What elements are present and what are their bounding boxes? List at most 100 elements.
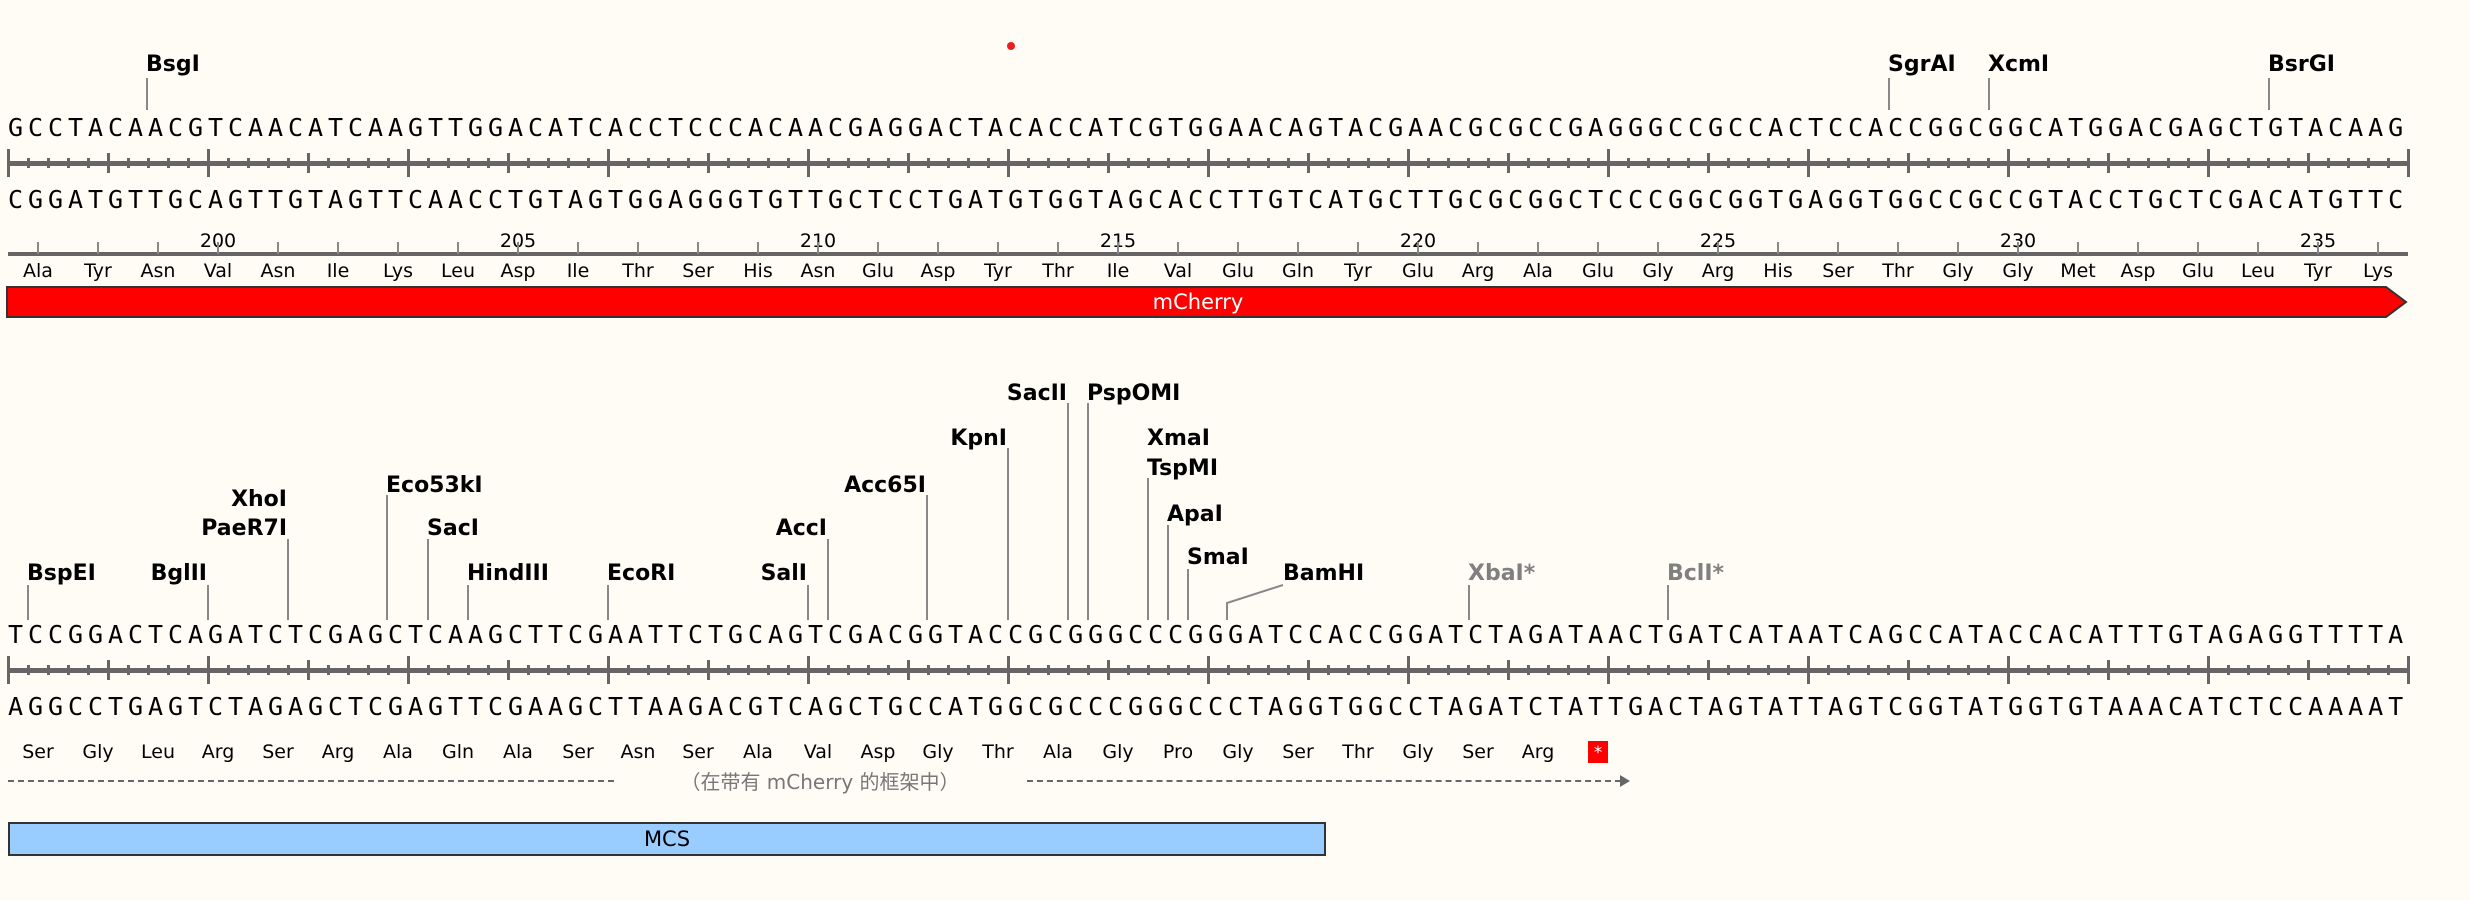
ruler-tick xyxy=(1267,665,1270,675)
row2-amino-acid[interactable]: Val xyxy=(803,741,833,763)
row1-amino-acid[interactable]: Ile xyxy=(326,260,350,282)
row2-amino-acid[interactable]: Thr xyxy=(982,741,1014,763)
row1-amino-acid[interactable]: Tyr xyxy=(84,260,112,282)
row2-amino-acid[interactable]: Ser xyxy=(1462,741,1494,763)
row1-amino-acid[interactable]: Asp xyxy=(500,260,536,282)
row2-amino-acid[interactable]: Ser xyxy=(1282,741,1314,763)
row2-amino-acid[interactable]: Leu xyxy=(141,741,175,763)
enzyme-site-pspomi[interactable]: PspOMI xyxy=(1087,381,1181,406)
enzyme-site-eco53ki[interactable]: Eco53kI xyxy=(386,473,483,498)
row2-amino-acid[interactable]: Gly xyxy=(1402,741,1434,763)
enzyme-cut-line xyxy=(27,585,29,620)
enzyme-site-smai[interactable]: SmaI xyxy=(1187,545,1249,570)
row2-amino-acid[interactable]: Gly xyxy=(1102,741,1134,763)
row1-amino-acid[interactable]: Tyr xyxy=(984,260,1012,282)
row1-amino-acid[interactable]: Lys xyxy=(2363,260,2393,282)
row1-amino-acid[interactable]: Val xyxy=(203,260,233,282)
row1-amino-acid[interactable]: Asp xyxy=(2120,260,2156,282)
row1-amino-acid[interactable]: Gln xyxy=(1281,260,1315,282)
row1-amino-acid[interactable]: Arg xyxy=(1461,260,1495,282)
row1-amino-acid[interactable]: Leu xyxy=(2241,260,2275,282)
enzyme-site-saci[interactable]: SacI xyxy=(427,516,479,541)
row2-amino-acid[interactable]: Asn xyxy=(620,741,656,763)
enzyme-site-acc65i[interactable]: Acc65I xyxy=(844,473,926,498)
enzyme-site-xhoi[interactable]: XhoI xyxy=(231,487,287,512)
row1-amino-acid[interactable]: Ile xyxy=(566,260,590,282)
enzyme-site-xcmi[interactable]: XcmI xyxy=(1988,52,2050,77)
row1-amino-acid[interactable]: Ala xyxy=(1523,260,1553,282)
row2-amino-acid[interactable]: Ala xyxy=(743,741,773,763)
row2-amino-acid[interactable]: Ser xyxy=(22,741,54,763)
row1-amino-acid[interactable]: Glu xyxy=(1401,260,1435,282)
mcherry-feature-arrow[interactable] xyxy=(6,286,2416,320)
ruler-tick xyxy=(447,158,450,168)
row1-amino-acid[interactable]: Glu xyxy=(2181,260,2215,282)
enzyme-site-xbai[interactable]: XbaI* xyxy=(1468,561,1536,586)
row1-amino-acid[interactable]: Met xyxy=(2060,260,2096,282)
row2-amino-acid[interactable]: Gly xyxy=(82,741,114,763)
row1-amino-acid[interactable]: Glu xyxy=(1221,260,1255,282)
row2-amino-acid[interactable]: Gln xyxy=(441,741,475,763)
row1-amino-acid[interactable]: Glu xyxy=(861,260,895,282)
row1-amino-acid[interactable]: Leu xyxy=(441,260,475,282)
enzyme-site-bamhi[interactable]: BamHI xyxy=(1283,561,1365,586)
row1-amino-acid[interactable]: Thr xyxy=(1882,260,1914,282)
row2-amino-acid[interactable]: Asp xyxy=(860,741,896,763)
enzyme-site-sgrai[interactable]: SgrAI xyxy=(1888,52,1956,77)
enzyme-site-kpni[interactable]: KpnI xyxy=(950,426,1007,451)
ruler-tick xyxy=(1247,158,1250,168)
row1-amino-acid[interactable]: Asn xyxy=(140,260,176,282)
ruler-tick xyxy=(1107,660,1110,680)
enzyme-site-bsrgi[interactable]: BsrGI xyxy=(2268,52,2335,77)
row1-amino-acid[interactable]: Asp xyxy=(920,260,956,282)
enzyme-site-acci[interactable]: AccI xyxy=(775,516,827,541)
row2-amino-acid[interactable]: Ala xyxy=(1043,741,1073,763)
row2-amino-acid[interactable]: Pro xyxy=(1162,741,1194,763)
row1-amino-acid[interactable]: Ala xyxy=(23,260,53,282)
row1-amino-acid[interactable]: Thr xyxy=(1042,260,1074,282)
row2-amino-acid[interactable]: Gly xyxy=(922,741,954,763)
row1-amino-acid[interactable]: Ile xyxy=(1106,260,1130,282)
enzyme-site-hindiii[interactable]: HindIII xyxy=(467,561,549,586)
row1-amino-acid[interactable]: Thr xyxy=(622,260,654,282)
row2-amino-acid[interactable]: Ala xyxy=(383,741,413,763)
enzyme-site-xmai[interactable]: XmaI xyxy=(1147,426,1210,451)
row1-amino-acid[interactable]: Val xyxy=(1163,260,1193,282)
enzyme-site-bsgi[interactable]: BsgI xyxy=(146,52,200,77)
enzyme-site-paer7i[interactable]: PaeR7I xyxy=(201,516,287,541)
row1-amino-acid[interactable]: His xyxy=(1763,260,1793,282)
row2-amino-acid[interactable]: Arg xyxy=(201,741,235,763)
row1-amino-acid[interactable]: Asn xyxy=(260,260,296,282)
row1-amino-acid[interactable]: Gly xyxy=(2002,260,2034,282)
row1-amino-acid[interactable]: Lys xyxy=(383,260,413,282)
ruler-tick xyxy=(1487,158,1490,168)
row1-amino-acid[interactable]: Asn xyxy=(800,260,836,282)
enzyme-site-apai[interactable]: ApaI xyxy=(1167,502,1223,527)
enzyme-site-sacii[interactable]: SacII xyxy=(1006,381,1067,406)
row1-amino-acid[interactable]: Tyr xyxy=(1344,260,1372,282)
mcs-feature[interactable]: MCS xyxy=(8,822,1326,856)
row2-amino-acid[interactable]: Arg xyxy=(1521,741,1555,763)
enzyme-site-bspei[interactable]: BspEI xyxy=(27,561,96,586)
row1-amino-acid[interactable]: Gly xyxy=(1642,260,1674,282)
enzyme-site-ecori[interactable]: EcoRI xyxy=(607,561,676,586)
row2-amino-acid[interactable]: Ser xyxy=(682,741,714,763)
row2-amino-acid[interactable]: Gly xyxy=(1222,741,1254,763)
row1-amino-acid[interactable]: His xyxy=(743,260,773,282)
row2-amino-acid[interactable]: Ser xyxy=(562,741,594,763)
row1-amino-acid[interactable]: Arg xyxy=(1701,260,1735,282)
enzyme-site-bcli[interactable]: BclI* xyxy=(1667,561,1725,586)
row2-amino-acid[interactable]: Thr xyxy=(1342,741,1374,763)
row2-amino-acid[interactable]: Arg xyxy=(321,741,355,763)
enzyme-site-bglii[interactable]: BglII xyxy=(150,561,207,586)
row2-amino-acid[interactable]: Ser xyxy=(262,741,294,763)
row1-amino-acid[interactable]: Ser xyxy=(1822,260,1854,282)
ruler-tick xyxy=(987,158,990,168)
row2-amino-acid[interactable]: Ala xyxy=(503,741,533,763)
row1-amino-acid[interactable]: Glu xyxy=(1581,260,1615,282)
enzyme-site-sali[interactable]: SalI xyxy=(760,561,807,586)
enzyme-site-tspmi[interactable]: TspMI xyxy=(1147,456,1219,481)
row1-amino-acid[interactable]: Gly xyxy=(1942,260,1974,282)
row1-amino-acid[interactable]: Tyr xyxy=(2304,260,2332,282)
row1-amino-acid[interactable]: Ser xyxy=(682,260,714,282)
